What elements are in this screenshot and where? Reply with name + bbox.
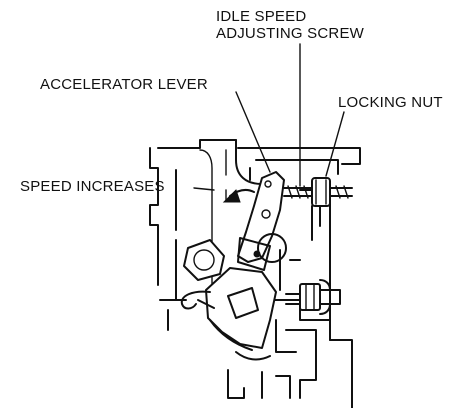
idle-speed-screw-label-line2: ADJUSTING SCREW bbox=[216, 25, 365, 42]
throttle-shaft-nut bbox=[183, 239, 225, 281]
throttle-cam bbox=[205, 233, 287, 351]
leader-accelerator-lever bbox=[235, 91, 271, 173]
return-spring-hook bbox=[180, 290, 215, 310]
leader-speed-increases bbox=[193, 187, 215, 191]
idle-speed-screw-assembly bbox=[283, 177, 353, 207]
idle-speed-screw-label-line1: IDLE SPEED bbox=[216, 8, 307, 25]
accelerator-lever-label: ACCELERATOR LEVER bbox=[40, 76, 208, 93]
leader-locking-nut bbox=[325, 111, 345, 177]
leader-lines bbox=[193, 43, 345, 191]
throttle-stop-plunger bbox=[285, 279, 341, 315]
locking-nut-label: LOCKING NUT bbox=[338, 94, 443, 111]
speed-increases-label: SPEED INCREASES bbox=[20, 178, 165, 195]
speed-increases-arrow bbox=[222, 188, 255, 203]
idle-speed-screw-label: IDLE SPEED ADJUSTING SCREW bbox=[216, 8, 364, 42]
